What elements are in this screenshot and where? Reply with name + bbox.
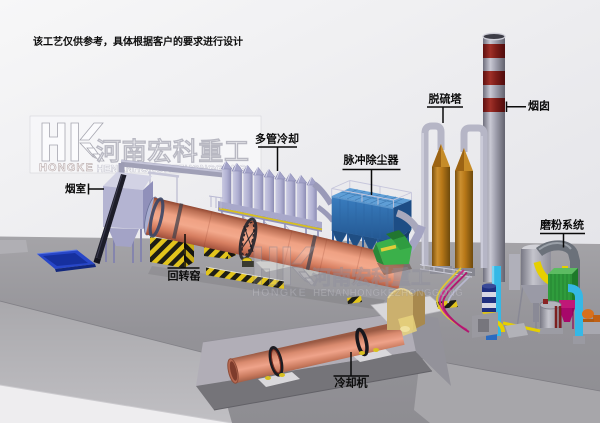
brand-name-en: HONGKE (39, 162, 94, 174)
pointer-cooler (333, 352, 369, 377)
pointer-multi-tube-cooler (258, 146, 297, 171)
raymond-mill (538, 299, 563, 334)
kiln-ring-gear (238, 217, 258, 267)
label-pulse-dust-collector: 脉冲除尘器 (343, 154, 399, 167)
disclaimer-note: 该工艺仅供参考，具体根据客户的要求进行设计 (33, 37, 243, 48)
pipe-foundation-block (472, 312, 498, 338)
grinding-system (482, 240, 600, 344)
kiln-hood-area (347, 224, 498, 338)
label-cooler: 冷却机 (334, 377, 368, 390)
brand-logo-hk (41, 122, 105, 162)
label-smoke-chamber: 烟室 (65, 182, 86, 195)
orange-blower (582, 309, 600, 324)
cyan-duct-right (567, 284, 583, 338)
utility-pipes (436, 267, 471, 333)
label-chimney: 烟囱 (528, 100, 550, 113)
deck-front-face (0, 301, 232, 423)
pointer-smoke-chamber (87, 183, 104, 195)
pointer-desulfurization-tower (427, 106, 463, 123)
pointer-pulse-dust-collector (342, 168, 401, 195)
chimney (482, 32, 506, 282)
trench-head-wall (408, 313, 451, 386)
brand-watermark-middle: HONGKE 河南宏科重工 HENANHONGKEZHONGGONG (252, 246, 463, 299)
label-rotary-kiln: 回转窑 (167, 270, 201, 283)
kiln-shadow (148, 266, 385, 310)
svg-text:HONGKE: HONGKE (252, 287, 307, 299)
kiln-hood (373, 230, 412, 275)
kiln-tyres (172, 203, 317, 271)
desulfurization-tower-left (432, 144, 450, 266)
hazard-strip-c (347, 296, 362, 304)
pointer-chimney (505, 101, 526, 112)
kiln-inlet-flange (148, 197, 165, 238)
hazard-wall (205, 266, 285, 289)
pointer-lines (87, 101, 585, 377)
blue-pit (36, 249, 96, 272)
label-grinding-system: 磨粉系统 (540, 219, 584, 232)
cooler-tube-bank (220, 160, 319, 224)
label-desulfurization-tower: 脱硫塔 (428, 93, 462, 106)
desulfurization-towers (419, 122, 488, 278)
desulfurization-tower-right (455, 148, 473, 268)
pointer-rotary-kiln (167, 234, 200, 269)
svg-text:HENANHONGKEZHONGGONG: HENANHONGKEZHONGGONG (313, 288, 463, 299)
cooler-machine (227, 313, 451, 387)
right-apron (414, 358, 600, 423)
rotary-kiln (144, 196, 406, 289)
left-low-wall (0, 240, 28, 254)
svg-text:河南宏科重工: 河南宏科重工 (312, 266, 431, 289)
label-multi-tube-cooler: 多管冷却 (255, 133, 299, 146)
pointer-grinding-system (540, 232, 585, 248)
trench-floor (196, 351, 432, 410)
